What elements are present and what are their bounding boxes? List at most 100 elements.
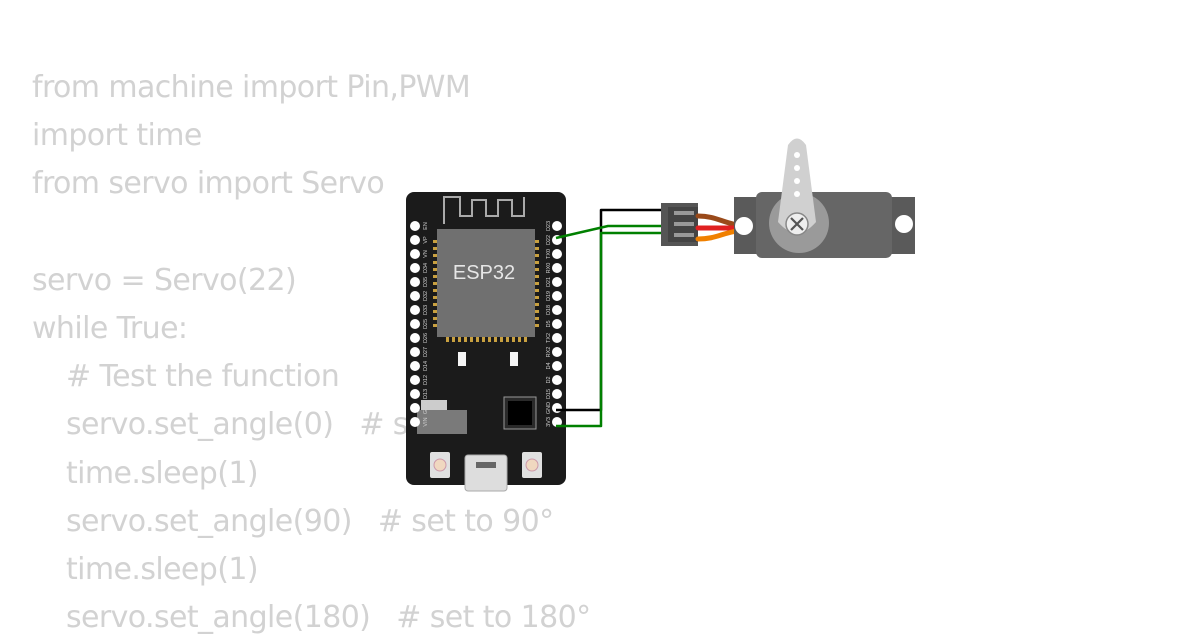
code-line: from machine import Pin,PWM — [32, 64, 590, 112]
module-pad — [433, 317, 437, 320]
antenna-trace — [443, 196, 525, 224]
header-pin-hole[interactable] — [552, 375, 562, 385]
header-pins-right: D23D22TX0RX0D21D19D18D5TX2RX2D4D2D15GND3… — [546, 221, 562, 427]
module-pad — [433, 247, 437, 250]
header-pin-hole[interactable] — [552, 221, 562, 231]
header-pin-hole[interactable] — [410, 361, 420, 371]
code-statement: servo.set_angle(0) — [66, 407, 334, 443]
module-pad — [458, 337, 461, 342]
code-statement: # Test the function — [66, 359, 340, 395]
micro-usb-port — [464, 454, 508, 492]
code-statement: time.sleep(1) — [66, 455, 259, 491]
servo-horn — [778, 138, 816, 233]
pin-label: D19 — [546, 291, 552, 301]
module-pad — [535, 261, 539, 264]
regulator-tab — [421, 400, 447, 410]
header-pin-hole[interactable] — [552, 277, 562, 287]
module-pad — [535, 296, 539, 299]
pin-label: D14 — [423, 361, 429, 371]
pin-label: D23 — [546, 221, 552, 231]
header-pin-hole[interactable] — [552, 333, 562, 343]
module-pad — [506, 337, 509, 342]
pin-label: D27 — [423, 347, 429, 357]
header-pin-hole[interactable] — [410, 277, 420, 287]
module-pad — [535, 268, 539, 271]
module-pad — [535, 275, 539, 278]
header-pin-hole[interactable] — [410, 263, 420, 273]
code-statement: from machine import Pin,PWM — [32, 70, 471, 105]
code-line: import time — [32, 112, 590, 160]
header-pin-hole[interactable] — [410, 235, 420, 245]
code-statement: from servo import Servo — [32, 166, 385, 202]
pin-label: GND — [423, 402, 429, 414]
header-pin-hole[interactable] — [410, 389, 420, 399]
header-pin-hole[interactable] — [552, 403, 562, 413]
header-pin-hole[interactable] — [552, 291, 562, 301]
code-comment: # set to 180° — [396, 600, 591, 636]
module-pad — [535, 324, 539, 327]
header-pin-hole[interactable] — [552, 389, 562, 399]
header-pins-left: ENVPVND34D35D32D33D25D26D27D14D12D13GNDV… — [410, 221, 429, 427]
code-statement: while True: — [32, 310, 188, 346]
smd-component — [458, 352, 466, 366]
code-comment: # s — [359, 407, 408, 443]
smd-component — [510, 352, 518, 366]
pin-label: EN — [423, 222, 429, 230]
servo-mount-hole — [735, 217, 753, 235]
header-pin-hole[interactable] — [410, 249, 420, 259]
header-pin-hole[interactable] — [552, 417, 562, 427]
module-pad — [433, 296, 437, 299]
pin-label: D18 — [546, 305, 552, 315]
module-pad — [512, 337, 515, 342]
header-pin-hole[interactable] — [552, 305, 562, 315]
module-pad — [535, 254, 539, 257]
header-pin-hole[interactable] — [410, 291, 420, 301]
code-statement: servo.set_angle(180) — [66, 600, 371, 636]
module-pad — [433, 240, 437, 243]
code-line: time.sleep(1) — [32, 450, 590, 498]
header-pin-hole[interactable] — [552, 319, 562, 329]
pin-label: D34 — [423, 263, 429, 273]
wire-signal-d22 — [555, 224, 662, 240]
module-pad — [518, 337, 521, 342]
pin-label: TX0 — [546, 249, 552, 259]
module-pad — [433, 282, 437, 285]
header-pin-hole[interactable] — [410, 319, 420, 329]
header-pin-hole[interactable] — [410, 305, 420, 315]
module-pad — [535, 247, 539, 250]
module-pad — [476, 337, 479, 342]
pin-label: D33 — [423, 305, 429, 315]
pin-label: D2 — [546, 376, 552, 383]
header-pin-hole[interactable] — [552, 263, 562, 273]
header-pin-hole[interactable] — [410, 375, 420, 385]
code-statement: servo = Servo(22) — [32, 262, 297, 298]
module-pads — [433, 240, 539, 342]
pin-label: D25 — [423, 319, 429, 329]
module-pad — [535, 282, 539, 285]
header-pin-hole[interactable] — [552, 249, 562, 259]
pin-label: VP — [423, 236, 429, 244]
module-pad — [433, 310, 437, 313]
esp32-board[interactable]: ESP32 ENVPVND34D35D32D33D25D26D27D14D12D… — [406, 192, 566, 492]
module-pad — [535, 240, 539, 243]
code-comment: # set to 90° — [377, 503, 554, 539]
servo-mount-hole — [895, 215, 913, 233]
module-pad — [433, 303, 437, 306]
header-pin-hole[interactable] — [410, 333, 420, 343]
header-pin-hole[interactable] — [552, 361, 562, 371]
pin-label: D21 — [546, 277, 552, 287]
code-line: from servo import Servo — [32, 160, 590, 208]
module-pad — [488, 337, 491, 342]
header-pin-hole[interactable] — [552, 347, 562, 357]
header-pin-hole[interactable] — [410, 417, 420, 427]
servo-motor[interactable] — [734, 138, 915, 259]
header-pin-hole[interactable] — [410, 347, 420, 357]
module-pad — [446, 337, 449, 342]
pin-label: D13 — [423, 389, 429, 399]
usb-uart-chip-core — [508, 401, 532, 425]
header-pin-hole[interactable] — [410, 221, 420, 231]
header-pin-hole[interactable] — [410, 403, 420, 413]
pin-label: D32 — [423, 291, 429, 301]
module-pad — [433, 254, 437, 257]
